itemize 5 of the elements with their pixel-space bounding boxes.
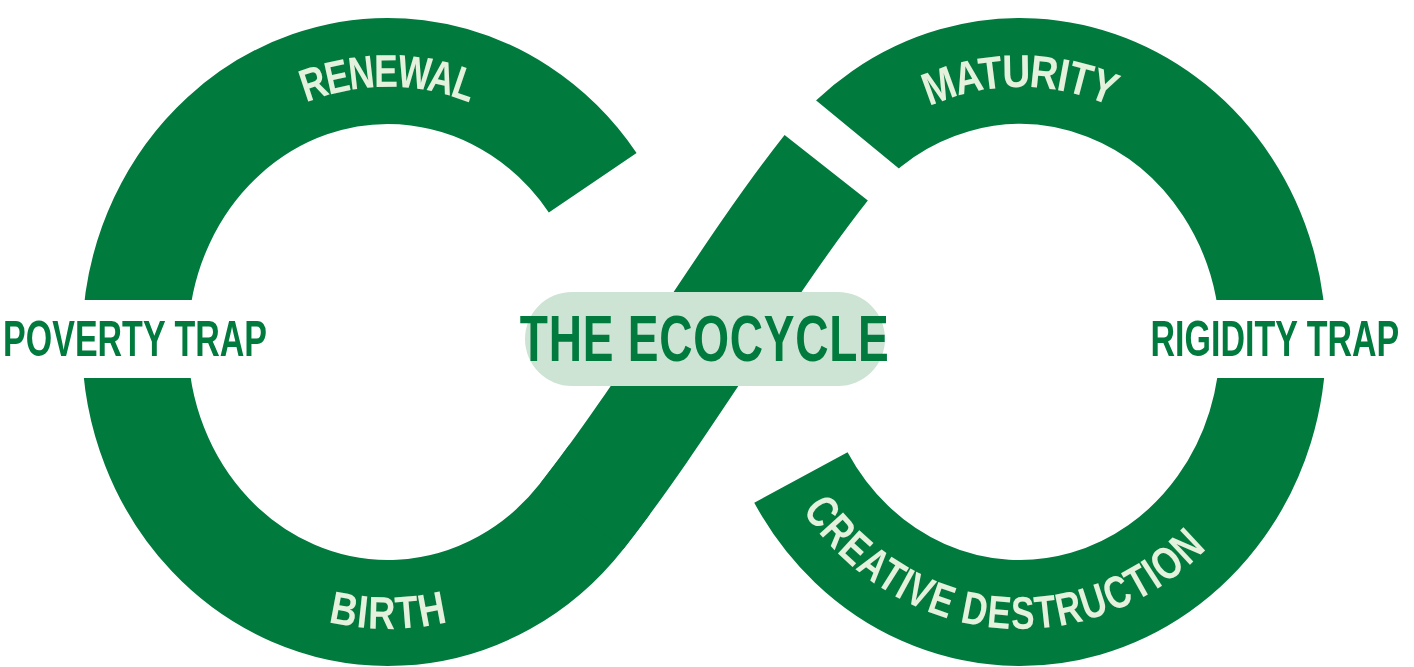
pill-text: THE ECOCYCLE [520,302,890,376]
stage-label: MATURITY [914,44,1130,118]
trap-label: POVERTY TRAP [5,300,265,378]
stage-label: RENEWAL [292,44,490,114]
stage-label: BIRTH [326,579,456,640]
